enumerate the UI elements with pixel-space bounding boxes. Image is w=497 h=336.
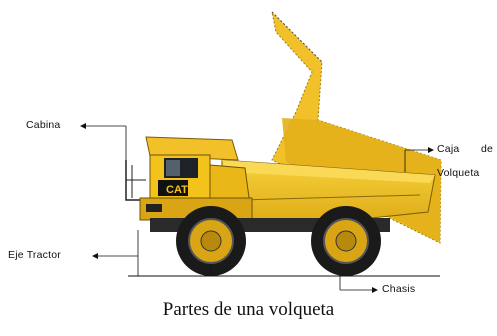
label-chassis: Chasis bbox=[382, 283, 416, 295]
label-drive-axle: Eje Tractor bbox=[8, 249, 61, 261]
cab: CAT bbox=[125, 154, 211, 201]
label-dump-box-2: de bbox=[481, 143, 494, 155]
cat-logo: CAT bbox=[166, 184, 188, 196]
callout-lines bbox=[80, 123, 434, 293]
rear-wheel bbox=[311, 206, 381, 276]
label-cabin: Cabina bbox=[26, 119, 61, 131]
label-dump-box-1: Caja bbox=[437, 143, 460, 155]
canopy bbox=[145, 136, 239, 161]
figure-caption: Partes de una volqueta bbox=[162, 299, 335, 320]
front-wheel bbox=[176, 206, 246, 276]
label-dump-box-3: Volqueta bbox=[437, 167, 480, 179]
